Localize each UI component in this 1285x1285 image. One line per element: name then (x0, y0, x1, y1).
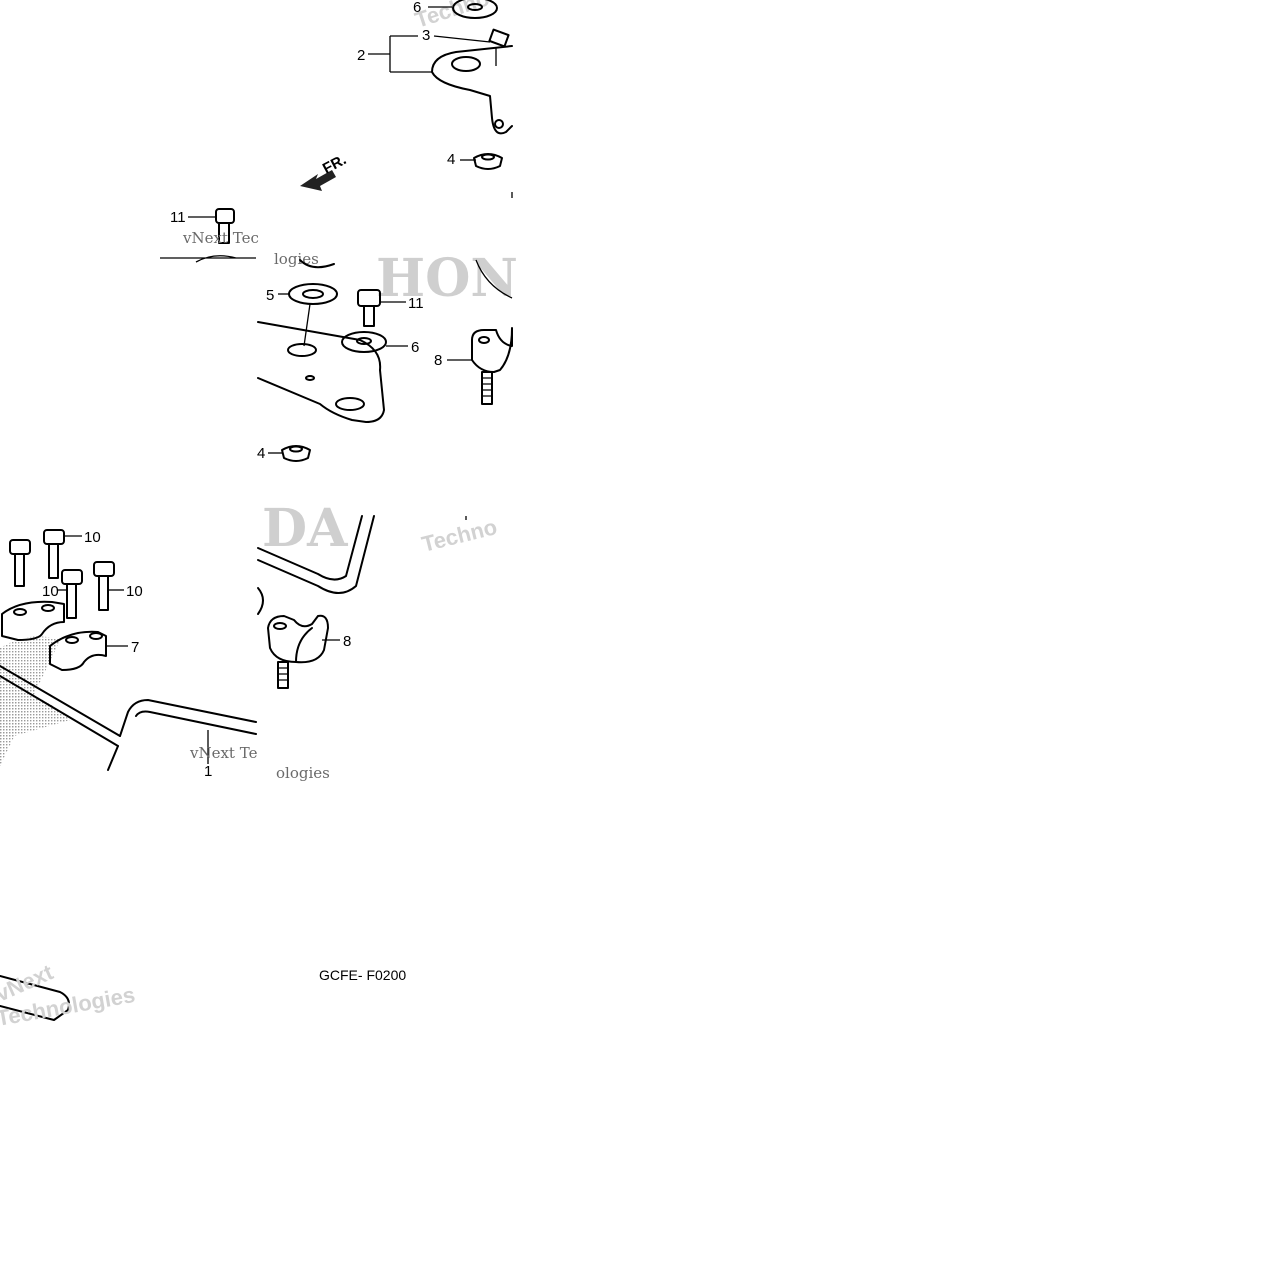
bolt-11-tile: 11 vNext Tec (160, 208, 259, 263)
callout-1: 1 (204, 763, 212, 780)
drawing-code: GCFE- F0200 (319, 967, 406, 983)
upper-plate-tile: Techno 6 2 3 4 FR. (300, 0, 513, 198)
nut-part-4-lower (281, 445, 311, 462)
watermark-vnext-2: vNext Te (189, 744, 258, 762)
grip-tile: vNext Technologies (0, 959, 137, 1031)
callout-11-left: 11 (170, 209, 186, 226)
holder-stud-8-upper (481, 371, 493, 405)
nut-part-4-top (473, 153, 503, 170)
bolt-part-10-c (61, 569, 83, 585)
upper-clamp-part-7-a (1, 600, 65, 641)
callout-2-bracket (368, 35, 432, 73)
washer-part-5 (288, 283, 338, 305)
handlebar-part-1-bend (107, 699, 257, 771)
handlebar-tube-left (0, 665, 121, 747)
upper-clamp-part-7-b (49, 630, 107, 671)
handlebar-grip (0, 975, 70, 1021)
front-direction-arrow-icon (300, 170, 336, 191)
callout-8-upper: 8 (434, 352, 442, 369)
front-direction-label: FR. (320, 151, 349, 177)
callout-5: 5 (266, 287, 274, 304)
watermark-vnext-1: vNext Tec (182, 229, 259, 247)
callout-2: 2 (357, 47, 365, 64)
callout-11-right: 11 (408, 295, 424, 312)
watermark-ologies-1: logies (274, 250, 319, 268)
callout-3: 3 (422, 27, 430, 44)
handlebar-part-1-right (257, 515, 375, 594)
watermark-techno-2: Techno (419, 514, 499, 557)
upper-mounting-plate (431, 45, 513, 135)
callout-7: 7 (131, 639, 139, 656)
callout-6-top: 6 (413, 0, 421, 16)
bolt-part-11-left-shank (218, 222, 230, 244)
brand-mark-da: DA (262, 498, 348, 559)
callout-8-lower: 8 (343, 633, 351, 650)
holder-tile: DA Techno 8 ologies (257, 498, 500, 782)
bolt-part-11-left-head (215, 208, 235, 224)
handlebar-clamp-tile: 10 10 10 7 1 vNext Te (0, 529, 258, 780)
bolt-part-10-b (43, 529, 65, 545)
callout-6-lower: 6 (411, 339, 419, 356)
callout-10-b: 10 (42, 583, 59, 600)
holder-stud-8-lower (277, 661, 289, 689)
washer-part-6-top (452, 0, 498, 19)
handlebar-holder-part-8-upper (471, 327, 513, 373)
lower-mounting-plate (257, 321, 385, 423)
callout-4-top: 4 (447, 151, 455, 168)
callout-4-lower: 4 (257, 445, 265, 462)
washer-part-6-lower (341, 331, 387, 353)
lower-plate-tile: HON logies 5 11 6 8 4 (257, 248, 518, 462)
watermark-ologies-2: ologies (276, 764, 330, 782)
brand-mark-hon: HON (376, 248, 518, 309)
handlebar-holder-part-8-lower (267, 614, 329, 664)
rubber-part-3 (488, 28, 510, 48)
callout-10-a: 10 (84, 529, 101, 546)
bolt-part-10-d (93, 561, 115, 577)
callout-10-c: 10 (126, 583, 143, 600)
bolt-part-11-right-shank (363, 305, 375, 327)
bolt-part-10-a (9, 539, 31, 555)
